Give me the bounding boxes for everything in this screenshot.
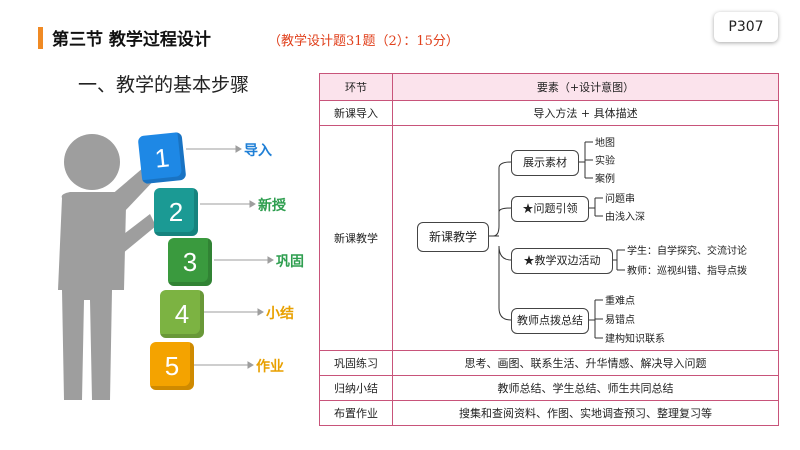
leaf-item: 由浅入深 (605, 212, 645, 223)
stage-cell: 布置作业 (319, 400, 393, 426)
table-row: 归纳小结 教师总结、学生总结、师生共同总结 (319, 375, 779, 401)
step-label-1: 导入 (244, 143, 272, 159)
stick-figure-icon (58, 134, 274, 400)
leaf-item: 问题串 (605, 194, 635, 205)
step-label-3: 巩固 (276, 254, 304, 270)
step-block-1: 1 (137, 131, 187, 185)
content-cell: 思考、画图、联系生活、升华情感、解决导入问题 (392, 350, 779, 376)
step-label-2: 新授 (258, 198, 286, 214)
step-number: 3 (182, 247, 198, 277)
leaf-item: 地图 (595, 138, 615, 149)
table-row: 布置作业 搜集和查阅资料、作图、实地调查预习、整理复习等 (319, 400, 779, 426)
mindmap-cell: 新课教学 展示素材 ★问题引领 ★教学双边活动 教师点拨总结 地图 实验 案例 … (392, 125, 781, 351)
header-stage: 环节 (319, 73, 393, 101)
branch-question-guide: ★问题引领 (511, 196, 589, 222)
leaf-item: 教师：巡视纠错、指导点拨 (627, 266, 747, 277)
leaf-item: 案例 (595, 174, 615, 185)
stage-cell: 新课导入 (319, 100, 393, 126)
leaf-item: 学生：自学探究、交流讨论 (627, 246, 747, 257)
content-cell: 导入方法 + 具体描述 (392, 100, 779, 126)
title-accent-bar (38, 27, 43, 49)
leaf-item: 重难点 (605, 296, 635, 307)
leaf-item: 实验 (595, 156, 615, 167)
stage-cell: 归纳小结 (319, 375, 393, 401)
table-header-row: 环节 要素（+设计意图） (319, 73, 779, 101)
content-cell: 教师总结、学生总结、师生共同总结 (392, 375, 779, 401)
content-cell: 搜集和查阅资料、作图、实地调查预习、整理复习等 (392, 400, 779, 426)
mindmap-connectors (487, 141, 625, 339)
branch-interaction: ★教学双边活动 (511, 248, 613, 274)
step-block-5: 5 (150, 342, 194, 390)
step-number: 2 (168, 197, 184, 227)
step-number: 1 (153, 142, 171, 174)
step-number: 5 (164, 351, 180, 381)
page-title: 第三节 教学过程设计 (52, 30, 211, 50)
exam-note: （教学设计题31题（2）：15分） (268, 34, 459, 49)
branch-materials: 展示素材 (511, 150, 579, 176)
table-row: 巩固练习 思考、画图、联系生活、升华情感、解决导入问题 (319, 350, 779, 376)
page-number-badge: P307 (714, 12, 778, 42)
step-label-4: 小结 (266, 306, 294, 322)
section-heading: 一、教学的基本步骤 (78, 74, 250, 96)
leaf-item: 易错点 (605, 315, 635, 326)
steps-illustration: 1 2 3 4 5 导入 新授 巩固 小结 作业 (0, 110, 320, 410)
branch-summary: 教师点拨总结 (511, 308, 589, 334)
mindmap-root: 新课教学 (417, 222, 489, 252)
teaching-steps-table: 环节 要素（+设计意图） 新课导入 导入方法 + 具体描述 新课教学 (319, 73, 779, 426)
step-block-2: 2 (154, 188, 198, 236)
stage-cell: 巩固练习 (319, 350, 393, 376)
mindmap: 新课教学 展示素材 ★问题引领 ★教学双边活动 教师点拨总结 地图 实验 案例 … (393, 126, 781, 350)
table-row: 新课教学 (319, 125, 781, 351)
step-number: 4 (174, 299, 190, 329)
step-label-5: 作业 (256, 359, 284, 375)
step-block-3: 3 (168, 238, 212, 286)
leaf-item: 建构知识联系 (605, 334, 665, 345)
step-block-4: 4 (160, 290, 204, 338)
stage-cell: 新课教学 (319, 125, 393, 351)
table-row: 新课导入 导入方法 + 具体描述 (319, 100, 779, 126)
header-elements: 要素（+设计意图） (392, 73, 779, 101)
